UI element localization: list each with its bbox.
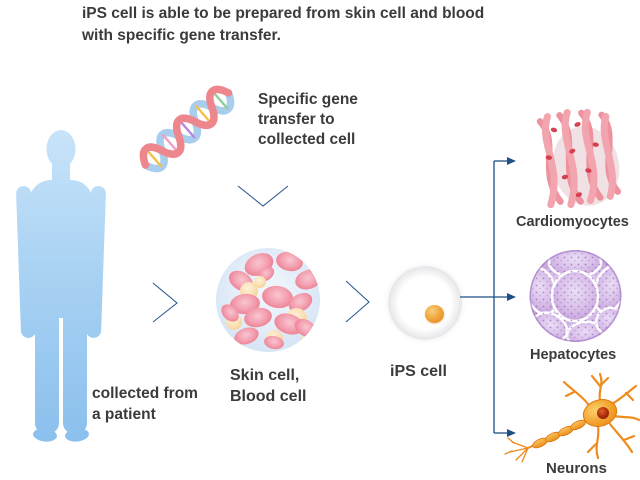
blood-cell xyxy=(274,249,305,274)
chevron-down-icon xyxy=(237,185,289,207)
chevron-right-icon xyxy=(152,282,178,323)
neurons-label: Neurons xyxy=(546,460,607,477)
diagram-title: iPS cell is able to be prepared from ski… xyxy=(82,3,484,47)
cell-cluster-illustration xyxy=(216,248,320,352)
neuron-dendrites xyxy=(562,372,640,460)
ips-cell-label: iPS cell xyxy=(390,363,447,380)
gene-transfer-line: transfer to xyxy=(258,111,335,128)
dna-rungs xyxy=(145,90,229,168)
hepatocytes-illustration xyxy=(529,250,622,342)
cardiomyocyte-nuclei xyxy=(545,122,599,198)
collected-from-line: a patient xyxy=(92,406,156,423)
title-line-1: iPS cell is able to be prepared from ski… xyxy=(82,5,485,22)
collected-from-line: collected from xyxy=(92,385,198,402)
cardiomyocytes-illustration xyxy=(536,108,622,208)
arrowheads xyxy=(507,157,516,437)
gene-transfer-line: Specific gene xyxy=(258,91,358,108)
neuron-illustration xyxy=(504,372,640,463)
neuron-myelin xyxy=(532,419,586,449)
ips-cell-nucleus xyxy=(425,305,444,323)
hepatocytes-label: Hepatocytes xyxy=(530,347,617,363)
dna-strand-red xyxy=(139,85,233,169)
chevron-right-icon xyxy=(345,280,370,323)
title-line-2: with specific gene transfer. xyxy=(82,27,281,44)
branch-connector xyxy=(460,157,516,437)
neuron-nucleus xyxy=(597,407,609,419)
collected-from-label: collected from a patient xyxy=(92,383,198,425)
dna-helix-icon xyxy=(139,85,235,173)
ips-cell-illustration xyxy=(388,266,462,340)
source-cells-line: Blood cell xyxy=(230,388,307,405)
skin-cell xyxy=(254,276,266,288)
gene-transfer-label: Specific gene transfer to collected cell xyxy=(258,90,358,150)
source-cells-label: Skin cell, Blood cell xyxy=(230,365,306,407)
cardiomyocytes-label: Cardiomyocytes xyxy=(516,214,629,230)
human-silhouette xyxy=(16,130,106,442)
gene-transfer-line: collected cell xyxy=(258,131,356,148)
source-cells-line: Skin cell, xyxy=(230,367,300,384)
